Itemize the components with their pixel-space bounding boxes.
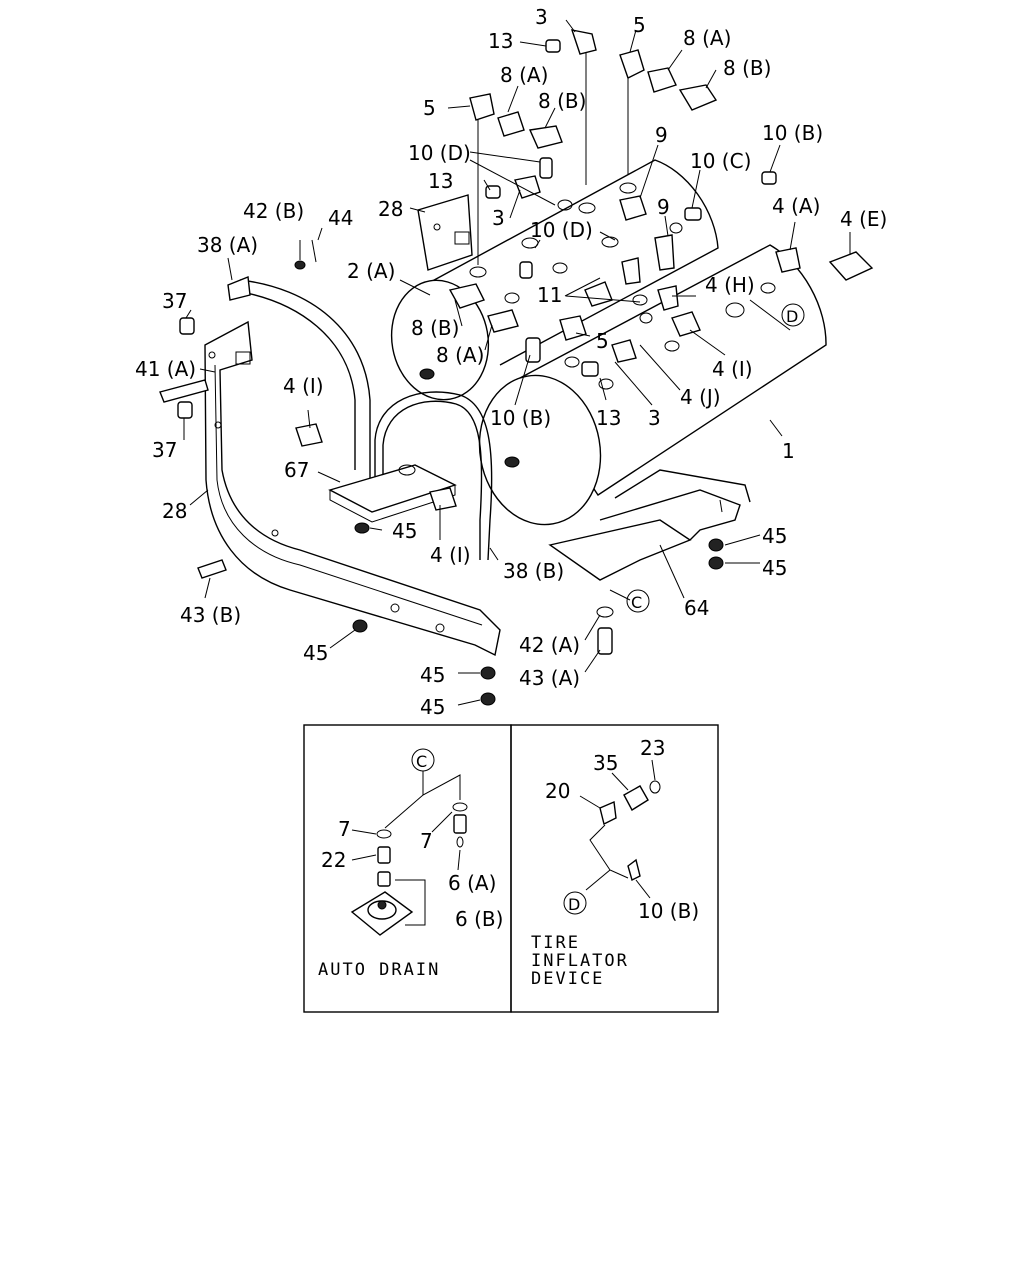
marker-c-inset: C — [416, 752, 427, 771]
label-28-bot: 28 — [162, 499, 187, 523]
inset-auto-drain: C 7 7 22 6 (A) 6 (B) AUTO DRAIN — [303, 724, 512, 1013]
svg-text:C: C — [631, 593, 642, 612]
tank-strap-38b — [374, 391, 493, 561]
label-13-mid: 13 — [428, 169, 453, 193]
label-7-a: 7 — [338, 817, 351, 841]
label-43b: 43 (B) — [180, 603, 241, 627]
leader-lines — [183, 19, 851, 706]
label-6a: 6 (A) — [448, 871, 496, 895]
marker-d-main: D — [781, 303, 805, 327]
label-45-r2: 45 — [762, 556, 787, 580]
marker-d-inset: D — [568, 895, 580, 914]
label-45-b2: 45 — [420, 695, 445, 719]
label-8b-top: 8 (B) — [723, 56, 771, 80]
label-10c: 10 (C) — [690, 149, 751, 173]
label-42a: 42 (A) — [519, 633, 580, 657]
label-10d-mid: 10 (D) — [530, 218, 593, 242]
label-13-low: 13 — [596, 406, 621, 430]
label-37-top: 37 — [162, 289, 187, 313]
label-4i-left: 4 (I) — [283, 374, 324, 398]
label-10b-low: 10 (B) — [490, 406, 551, 430]
label-45-left: 45 — [303, 641, 328, 665]
label-10b-inset: 10 (B) — [638, 899, 699, 923]
label-9-mid: 9 — [657, 195, 670, 219]
label-5-mid: 5 — [596, 329, 609, 353]
label-41a: 41 (A) — [135, 357, 196, 381]
label-67: 67 — [284, 458, 309, 482]
svg-text:D: D — [786, 307, 798, 326]
label-4i-bot: 4 (I) — [430, 543, 471, 567]
label-23: 23 — [640, 736, 665, 760]
label-8a-top: 8 (A) — [683, 26, 731, 50]
callout-labels: 3 13 5 8 (A) 8 (B) 8 (A) 5 8 (B) 10 (D) … — [135, 5, 887, 719]
label-1: 1 — [782, 439, 795, 463]
support-bracket-64 — [548, 469, 751, 581]
label-22: 22 — [321, 848, 346, 872]
label-45-mid: 45 — [392, 519, 417, 543]
bracket-28-top — [417, 194, 473, 271]
label-43a: 43 (A) — [519, 666, 580, 690]
label-4a: 4 (A) — [772, 194, 820, 218]
label-3-mid: 3 — [492, 206, 505, 230]
label-4e: 4 (E) — [840, 207, 887, 231]
label-42b: 42 (B) — [243, 199, 304, 223]
label-64: 64 — [684, 596, 709, 620]
label-10b-right: 10 (B) — [762, 121, 823, 145]
label-8b-mid: 8 (B) — [411, 316, 459, 340]
label-4h: 4 (H) — [705, 273, 755, 297]
label-11: 11 — [537, 283, 562, 307]
label-2a: 2 (A) — [347, 259, 395, 283]
label-10d-top: 10 (D) — [408, 141, 471, 165]
label-6b: 6 (B) — [455, 907, 503, 931]
tire-caption-line1: TIRE — [531, 933, 580, 953]
label-20: 20 — [545, 779, 570, 803]
label-38b: 38 (B) — [503, 559, 564, 583]
label-9-top: 9 — [655, 123, 668, 147]
tire-caption-line2: INFLATOR — [531, 951, 629, 971]
label-45-r1: 45 — [762, 524, 787, 548]
label-44: 44 — [328, 206, 353, 230]
front-air-tank-1 — [478, 244, 827, 526]
label-8a-left: 8 (A) — [500, 63, 548, 87]
rear-air-tank-2a — [390, 159, 719, 401]
label-4i-right: 4 (I) — [712, 357, 753, 381]
label-13-top: 13 — [488, 29, 513, 53]
label-45-b1: 45 — [420, 663, 445, 687]
tank-strap-38a — [227, 276, 371, 500]
plate-67 — [328, 464, 457, 523]
label-5-left: 5 — [423, 96, 436, 120]
label-3-top: 3 — [535, 5, 548, 29]
label-38a: 38 (A) — [197, 233, 258, 257]
label-5-top: 5 — [633, 13, 646, 37]
label-35: 35 — [593, 751, 618, 775]
label-37-bot: 37 — [152, 438, 177, 462]
label-28-top: 28 — [378, 197, 403, 221]
auto-drain-caption: AUTO DRAIN — [318, 960, 440, 980]
label-8a-mid: 8 (A) — [436, 343, 484, 367]
label-8b-left: 8 (B) — [538, 89, 586, 113]
label-4j: 4 (J) — [680, 385, 721, 409]
inset-tire-inflator: D 23 35 20 10 (B) TIRE INFLATOR DEVICE — [510, 724, 719, 1013]
marker-c-main: C — [626, 589, 650, 613]
label-3-low: 3 — [648, 406, 661, 430]
label-7-b: 7 — [420, 829, 433, 853]
frame-bracket-28 — [204, 320, 501, 657]
tire-caption-line3: DEVICE — [531, 969, 604, 989]
